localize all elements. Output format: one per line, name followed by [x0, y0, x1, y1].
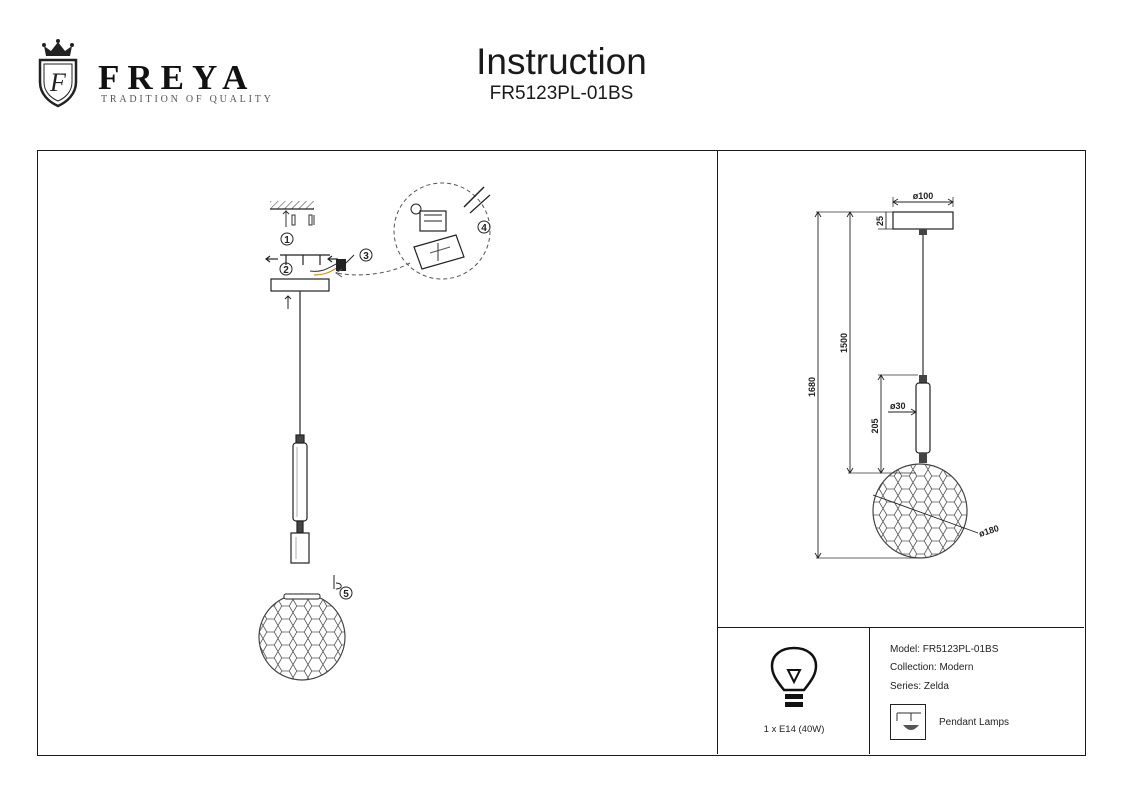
spec-collection: Collection: Modern	[890, 662, 974, 673]
bulb-insert-icon	[333, 575, 342, 590]
bulb-label: 1 x E14 (40W)	[763, 724, 825, 735]
holder-outline	[915, 382, 931, 454]
model-code: FR5123PL-01BS	[489, 83, 634, 104]
svg-text:2: 2	[283, 265, 289, 276]
svg-text:1680: 1680	[807, 377, 817, 397]
svg-text:205: 205	[870, 418, 880, 433]
lamp-holder-icon	[290, 434, 310, 564]
document-heading: Instruction FR5123PL-01BS	[330, 42, 793, 106]
svg-text:5: 5	[343, 589, 349, 600]
canopy-outline	[892, 211, 954, 230]
overall-height-dimension: 1680	[807, 211, 822, 559]
bulb-icon	[770, 646, 818, 707]
step-4-marker: 4	[477, 220, 491, 234]
assembly-panel: 1 2	[38, 151, 718, 754]
svg-text:ø30: ø30	[890, 401, 906, 411]
canopy-diameter-dimension: ø100	[892, 191, 954, 206]
spec-series: Series: Zelda	[890, 681, 949, 692]
detail-callout-icon	[335, 182, 491, 280]
step-1-marker: 1	[280, 232, 294, 246]
svg-text:4: 4	[481, 223, 487, 234]
brand-logo: F FREYA TRADITION OF QUALITY	[34, 38, 274, 116]
step-2-marker: 2	[279, 262, 293, 276]
glass-shade-icon	[258, 593, 346, 681]
monogram-letter: F	[49, 68, 67, 97]
instruction-sheet: 1 2	[37, 150, 1086, 756]
svg-text:1: 1	[284, 235, 290, 246]
svg-text:ø180: ø180	[978, 523, 1001, 539]
svg-text:1500: 1500	[839, 333, 849, 353]
product-type-label: Pendant Lamps	[939, 717, 1010, 728]
crest-icon: F	[38, 39, 78, 108]
holder-length-dimension: 205	[870, 374, 885, 474]
canopy-height-dimension: 25	[875, 212, 887, 229]
assembly-drawing: 1 2	[258, 182, 491, 681]
wire-connector-icon	[309, 254, 355, 276]
ceiling-icon	[270, 201, 314, 210]
brand-tagline: TRADITION OF QUALITY	[101, 94, 274, 105]
step-5-marker: 5	[339, 586, 353, 600]
dimensions-panel: ø100 25 1500 1680	[718, 151, 1084, 628]
step-3-marker: 3	[359, 248, 373, 262]
document-title: Instruction	[476, 41, 647, 82]
bulb-panel: 1 x E14 (40W)	[718, 628, 870, 754]
svg-text:3: 3	[363, 251, 369, 262]
mounting-bracket-icon	[265, 254, 338, 265]
holder-diameter-dimension: ø30	[888, 401, 917, 416]
max-length-dimension: 1500	[839, 211, 854, 474]
svg-text:ø100: ø100	[913, 191, 934, 201]
pendant-lamp-icon	[890, 704, 926, 740]
svg-text:25: 25	[875, 216, 885, 226]
dimension-drawing: ø100 25 1500 1680	[807, 191, 1001, 559]
spec-model: Model: FR5123PL-01BS	[890, 644, 999, 655]
wall-anchor-icon	[282, 210, 315, 227]
shade-outline	[872, 463, 968, 559]
brand-name: FREYA	[98, 58, 256, 97]
shade-diameter-dimension: ø180	[978, 523, 1001, 539]
specs-panel: Model: FR5123PL-01BS Collection: Modern …	[870, 628, 1084, 754]
